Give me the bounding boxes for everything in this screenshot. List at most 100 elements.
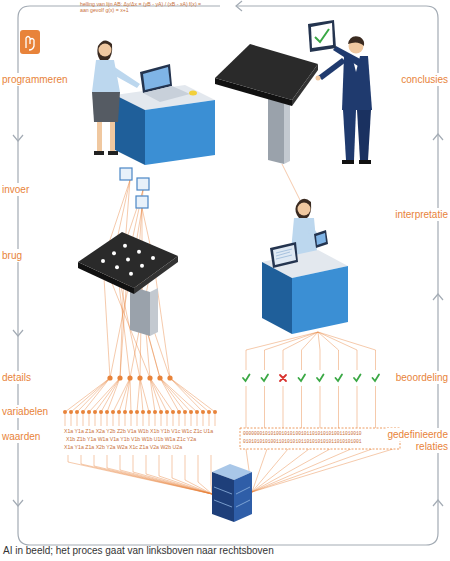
label-backing: interpretatie [395,208,448,221]
neuron-dot [140,264,144,268]
signal-wire [83,378,110,412]
label-backing: details [2,371,31,384]
detail-dot [171,410,175,414]
signal-wire [318,332,357,370]
label-backing: conclusies [401,73,448,86]
detail-dot [111,410,115,414]
signal-wire [160,378,197,412]
process-loop [18,6,438,545]
signal-wire [131,412,132,426]
stage-label: conclusies [390,74,448,86]
detail-dot [87,410,91,414]
signal-wire [264,386,265,428]
signal-wire [170,378,215,412]
signal-wire [302,332,319,370]
signal-wire [137,378,140,412]
detail-dot [189,410,193,414]
signal-wire [198,455,212,494]
label-backing: brug [2,249,22,262]
detail-dot [165,410,169,414]
signal-wire [318,332,376,370]
value-row: X1b Z1b Y1a W1a V1a Y1b V1b W1b U1b W1a … [66,437,224,443]
signal-wire [95,412,96,426]
signal-wire [71,412,72,426]
signal-wire [160,378,185,412]
signal-wire [209,412,210,426]
detail-dot [99,410,103,414]
detail-dot [201,410,205,414]
stage-label: gedefinieerde relaties [384,429,448,452]
signal-wire [107,378,120,412]
label-backing: invoer [2,183,29,196]
stage-label: waarden [2,431,52,443]
signal-wire [113,378,130,412]
server-stack [212,464,252,522]
label-backing: variabelen [2,405,48,418]
detail-dot [123,410,127,414]
detail-dot [167,375,172,380]
presenter-man [308,20,372,164]
stage-label: details [2,372,47,384]
relations-box [240,428,400,449]
detail-dot [105,410,109,414]
signal-wire [120,455,212,494]
neuron-dot [112,251,116,255]
detail-dot [147,410,151,414]
signal-wire [282,164,300,200]
stage-label: variabelen [2,406,62,418]
signal-wire [265,332,319,370]
detail-dot [69,410,73,414]
signal-wire [252,449,309,492]
label-backing: beoordeling [396,371,448,384]
signal-wire [95,378,120,412]
value-row: X1a Y1a Z1a X2a Y2b Z2b V1a W1b X1b Y1b … [64,429,222,435]
signal-wire [167,412,168,426]
signal-wire [252,449,393,492]
signal-wire [301,386,302,428]
signal-wire [125,378,130,412]
detail-dot [107,375,112,380]
detail-dot [177,410,181,414]
signal-wire [185,455,212,494]
neuron-dot [115,265,119,269]
value-row: X1a Y1a Z1a X2b Y2a W2a X1c Z1a V2a W2b … [64,445,222,451]
detail-dot [159,410,163,414]
signal-wire [246,386,247,428]
signal-wire [203,412,204,426]
signal-wire [119,412,120,426]
signal-wire [77,412,78,426]
signal-wire [357,386,358,428]
detail-dot [183,410,187,414]
signal-wire [197,412,198,426]
formula-text: helling van lijn AB: Δy/Δx = (yB - yA) /… [80,2,208,14]
signal-wire [101,378,120,412]
label-backing: gedefinieerde relaties [387,428,448,453]
signal-wire [246,332,318,370]
signal-wire [161,412,162,426]
label-backing: waarden [2,430,40,443]
check-mark [373,375,380,382]
signal-wire [71,378,110,412]
detail-dot [93,410,97,414]
stage-label: interpretatie [386,209,448,221]
signal-wire [137,412,138,426]
signal-wire [170,378,209,412]
detail-dot [195,410,199,414]
signal-wire [375,386,376,428]
signal-wire [252,449,267,492]
signal-wire [119,378,130,412]
signal-wire [146,455,212,494]
signal-wire [130,378,131,412]
bridge-panel [78,232,178,336]
signal-wire [107,455,212,494]
signal-wire [94,455,212,494]
detail-dot [127,375,132,380]
detail-dot [147,375,152,380]
signal-wire [252,449,351,492]
signal-wire [155,412,156,426]
detail-dot [63,410,67,414]
detail-dot [117,410,121,414]
check-mark [354,375,361,382]
signal-wire [185,412,186,426]
check-mark [317,375,324,382]
